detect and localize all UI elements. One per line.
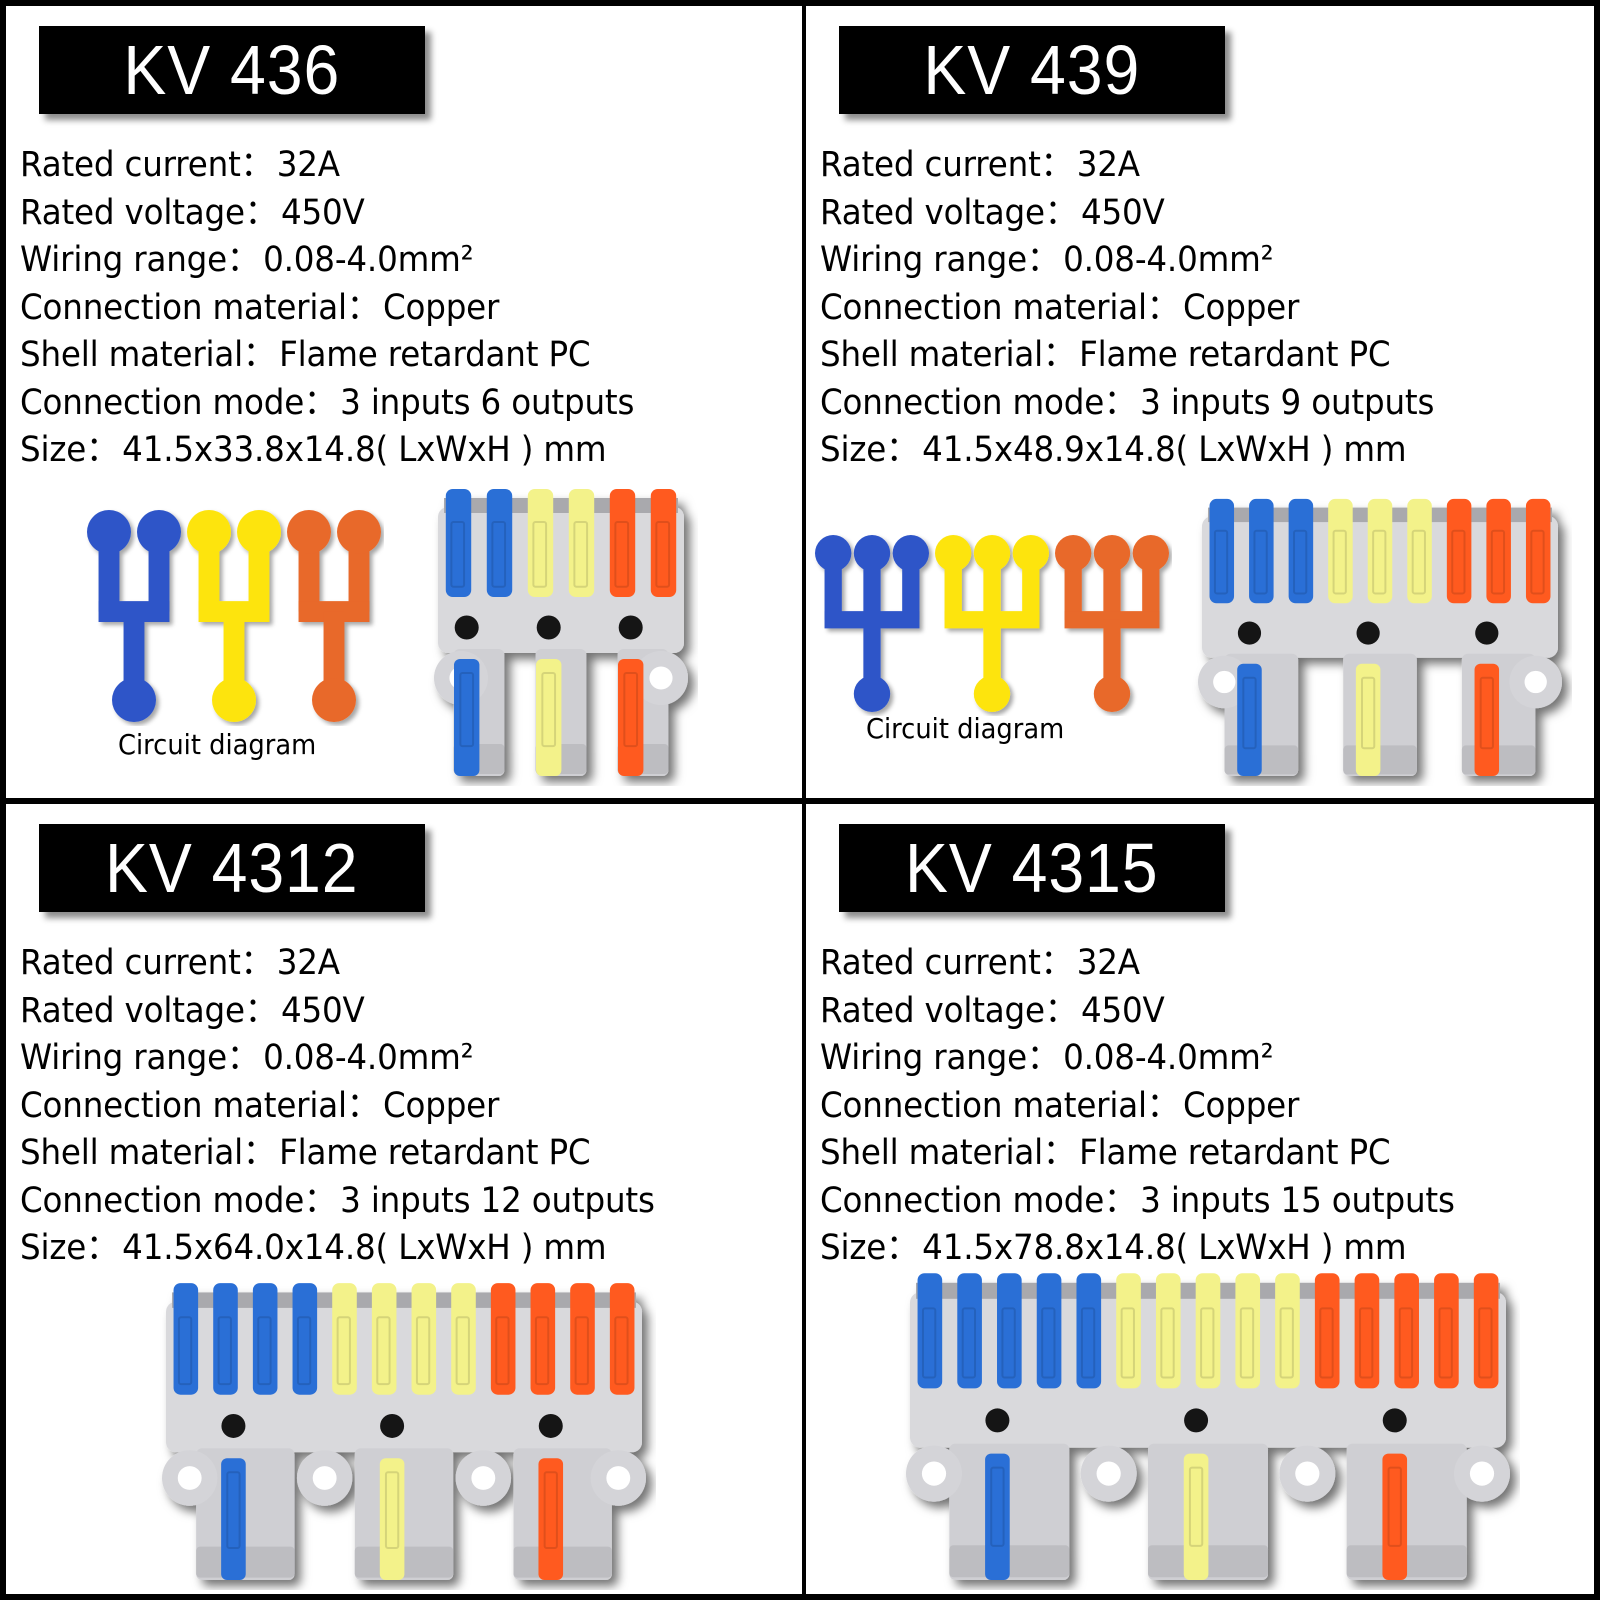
- spec-connection-mode: Connection mode3 inputs 15 outputs: [820, 1178, 1455, 1226]
- spec-wiring-range: Wiring range0.08-4.0mm²: [820, 237, 1434, 285]
- spec-wiring-range: Wiring range0.08-4.0mm²: [20, 237, 634, 285]
- spec-rated-current: Rated current32A: [20, 940, 655, 988]
- spec-rated-voltage: Rated voltage450V: [20, 190, 634, 238]
- spec-connection-mode: Connection mode3 inputs 12 outputs: [20, 1178, 655, 1226]
- model-label: KV 4312: [39, 824, 425, 912]
- circuit-diagram-icon: [812, 531, 1172, 716]
- spec-shell-material: Shell materialFlame retardant PC: [20, 332, 634, 380]
- connector-photo-icon: [900, 1270, 1520, 1590]
- spec-connection-material: Connection materialCopper: [20, 285, 634, 333]
- model-title: KV 4312: [105, 829, 359, 907]
- spec-size: Size41.5x64.0x14.8( LxWxH ) mm: [20, 1225, 655, 1273]
- spec-wiring-range: Wiring range0.08-4.0mm²: [820, 1035, 1455, 1083]
- spec-size: Size41.5x48.9x14.8( LxWxH ) mm: [820, 427, 1434, 475]
- diagram-caption: Circuit diagram: [118, 728, 317, 761]
- connector-photo-icon: [428, 486, 698, 786]
- model-label: KV 439: [839, 26, 1225, 114]
- connector-photo-icon: [156, 1280, 656, 1590]
- spec-shell-material: Shell materialFlame retardant PC: [20, 1130, 655, 1178]
- spec-list: Rated current32A Rated voltage450V Wirin…: [820, 142, 1481, 475]
- spec-list: Rated current32A Rated voltage450V Wirin…: [820, 940, 1503, 1273]
- model-title: KV 436: [123, 31, 341, 109]
- spec-connection-mode: Connection mode3 inputs 6 outputs: [20, 380, 634, 428]
- spec-rated-current: Rated current32A: [820, 940, 1455, 988]
- panel-kv436: KV 436 Rated current32A Rated voltage450…: [6, 6, 802, 798]
- spec-rated-current: Rated current32A: [820, 142, 1434, 190]
- panel-kv4315: KV 4315 Rated current32A Rated voltage45…: [806, 804, 1594, 1594]
- spec-list: Rated current32A Rated voltage450V Wirin…: [20, 940, 703, 1273]
- spec-rated-current: Rated current32A: [20, 142, 634, 190]
- model-label: KV 4315: [839, 824, 1225, 912]
- model-title: KV 439: [923, 31, 1141, 109]
- spec-connection-material: Connection materialCopper: [20, 1083, 655, 1131]
- spec-rated-voltage: Rated voltage450V: [20, 988, 655, 1036]
- spec-rated-voltage: Rated voltage450V: [820, 988, 1455, 1036]
- connector-photo-icon: [1192, 496, 1572, 786]
- model-title: KV 4315: [905, 829, 1159, 907]
- panel-kv439: KV 439 Rated current32A Rated voltage450…: [806, 6, 1594, 798]
- spec-rated-voltage: Rated voltage450V: [820, 190, 1434, 238]
- diagram-caption: Circuit diagram: [866, 712, 1065, 745]
- spec-list: Rated current32A Rated voltage450V Wirin…: [20, 142, 681, 475]
- spec-connection-mode: Connection mode3 inputs 9 outputs: [820, 380, 1434, 428]
- spec-connection-material: Connection materialCopper: [820, 285, 1434, 333]
- circuit-diagram-icon: [84, 506, 384, 726]
- spec-wiring-range: Wiring range0.08-4.0mm²: [20, 1035, 655, 1083]
- spec-connection-material: Connection materialCopper: [820, 1083, 1455, 1131]
- spec-size: Size41.5x78.8x14.8( LxWxH ) mm: [820, 1225, 1455, 1273]
- spec-shell-material: Shell materialFlame retardant PC: [820, 332, 1434, 380]
- panel-kv4312: KV 4312 Rated current32A Rated voltage45…: [6, 804, 802, 1594]
- spec-shell-material: Shell materialFlame retardant PC: [820, 1130, 1455, 1178]
- model-label: KV 436: [39, 26, 425, 114]
- spec-size: Size41.5x33.8x14.8( LxWxH ) mm: [20, 427, 634, 475]
